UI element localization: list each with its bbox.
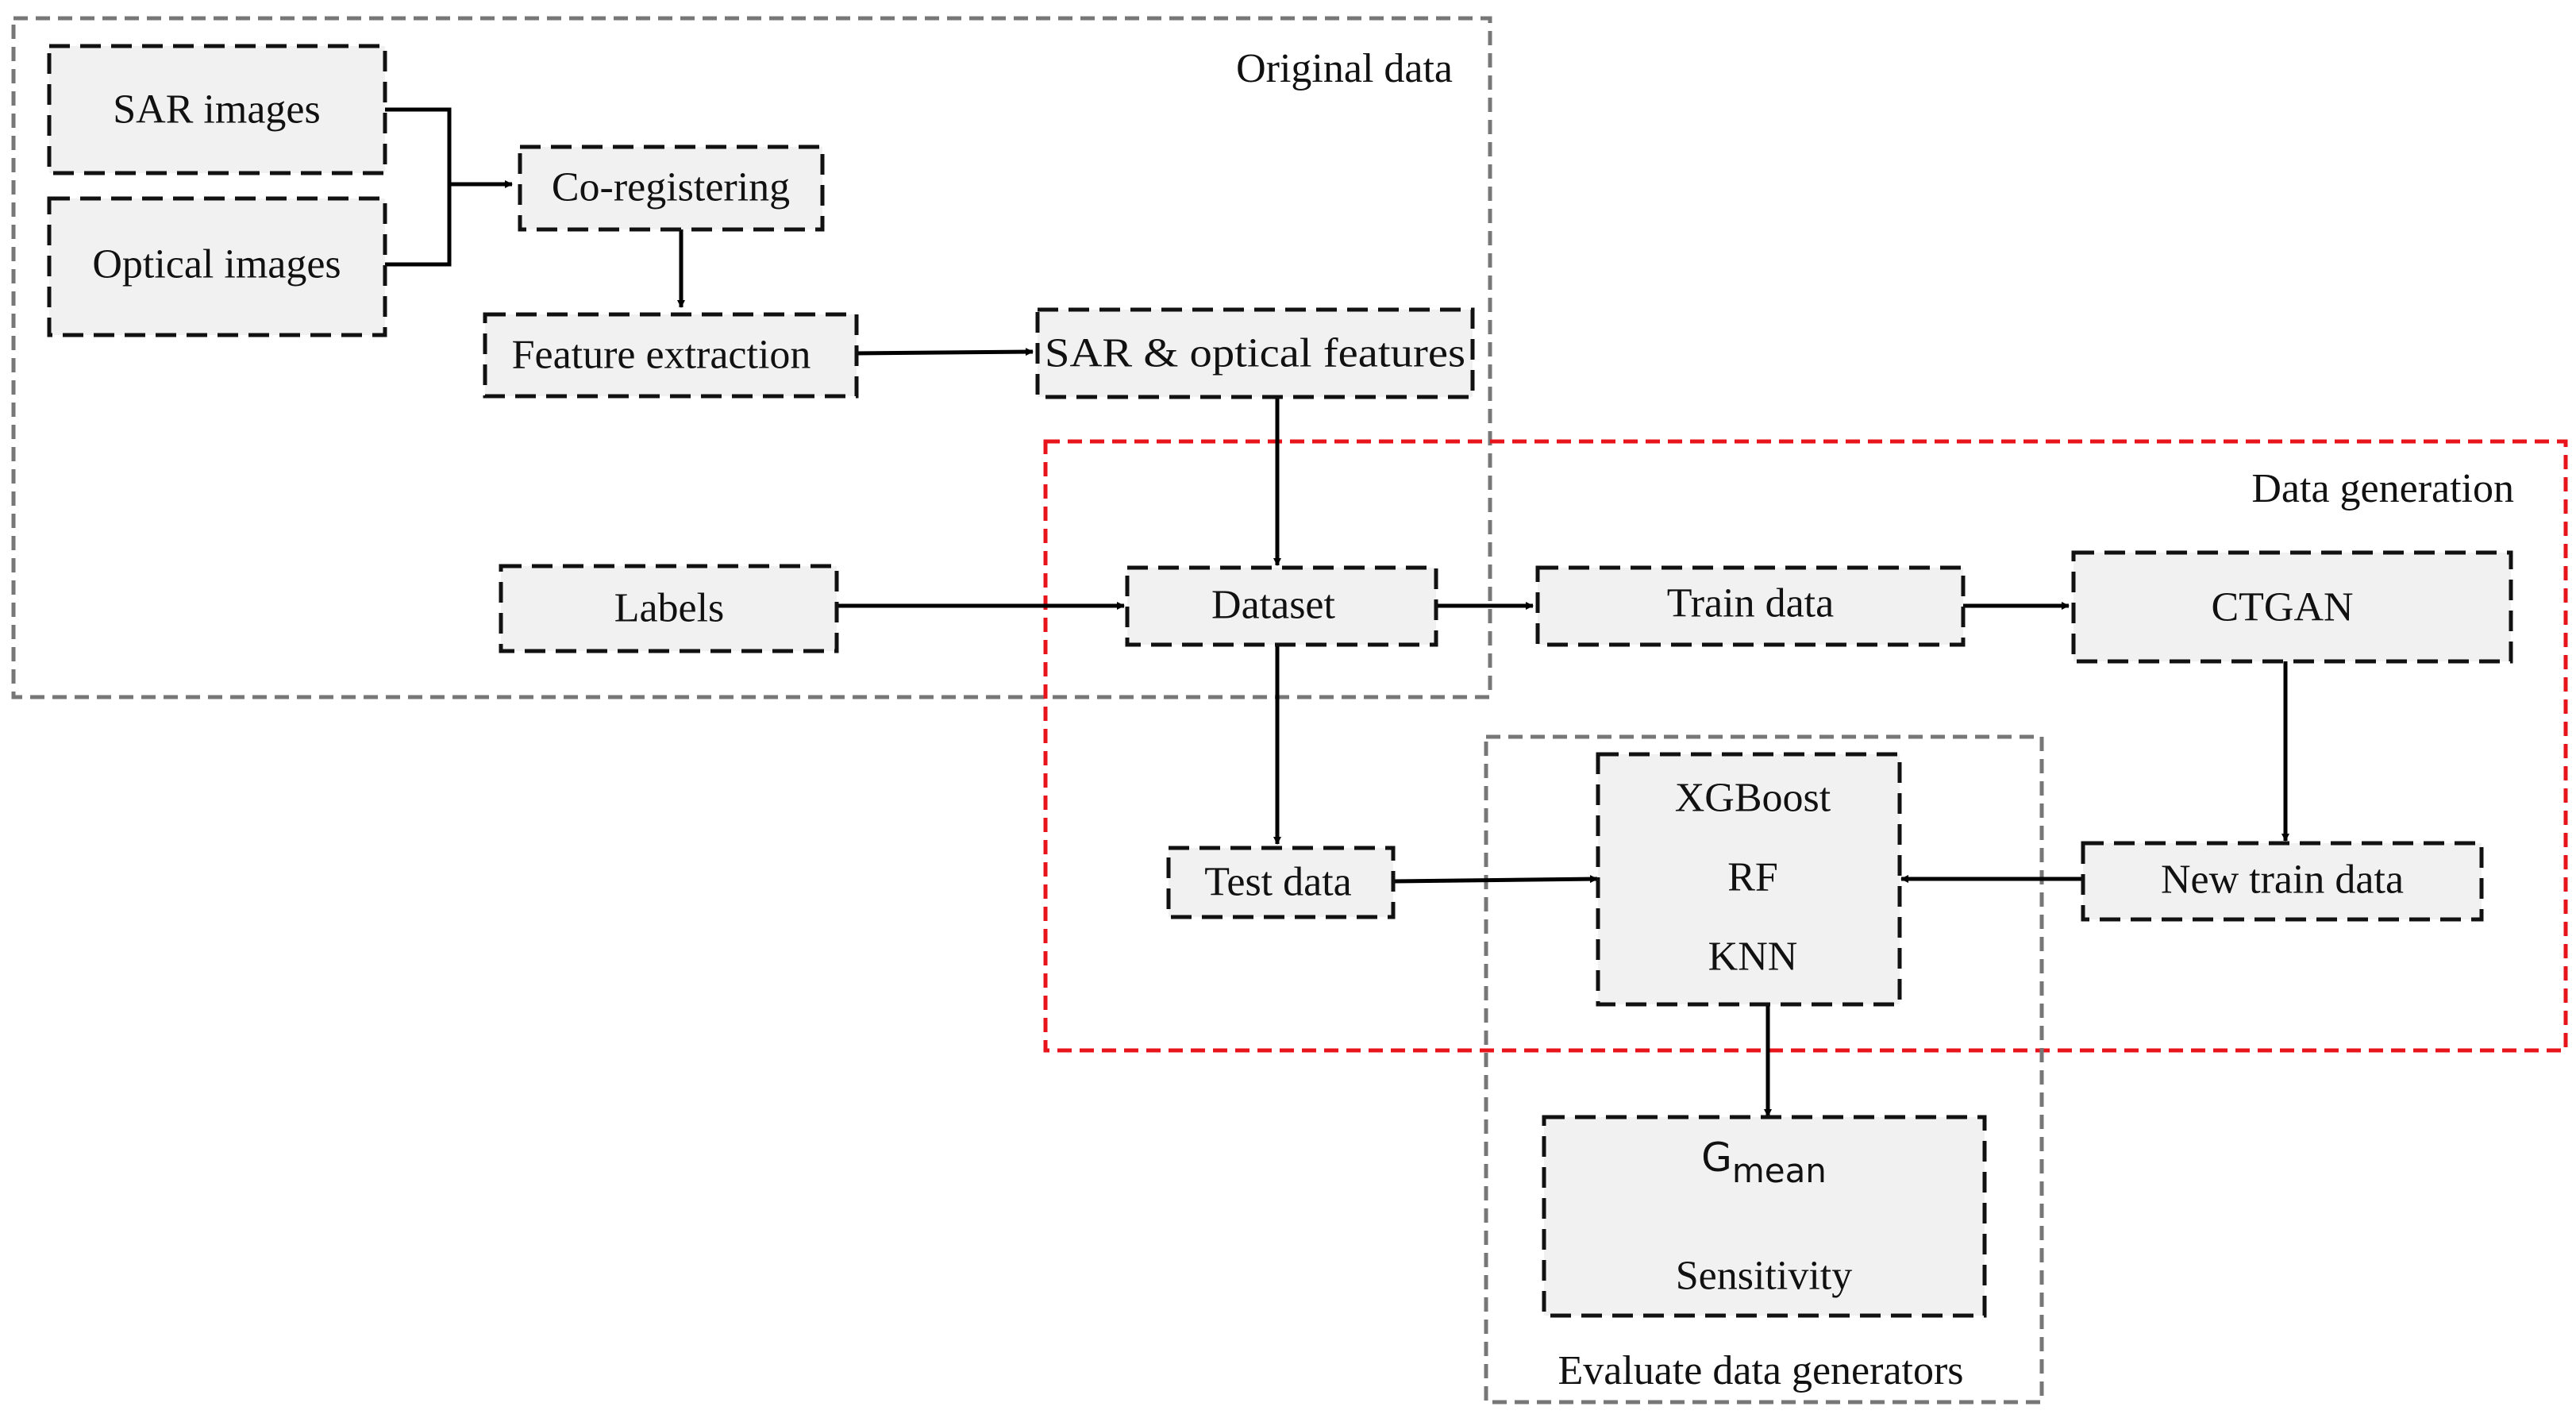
group-original-data: Original data [11, 16, 1492, 699]
node-label: Dataset [1211, 583, 1335, 628]
metric-gmean: Gmean [1701, 1135, 1827, 1190]
node-labels: Labels [499, 564, 839, 653]
metric-sensitivity: Sensitivity [1676, 1254, 1852, 1299]
node-sar-optical-features: SAR & optical features [1035, 307, 1475, 399]
node-ctgan: CTGAN [2071, 550, 2513, 664]
node-label: Co-registering [552, 165, 790, 210]
node-label: Labels [614, 586, 725, 631]
node-optical-images: Optical images [47, 196, 387, 337]
node-label: Test data [1204, 860, 1352, 905]
classifier-knn: KNN [1708, 934, 1798, 980]
arrow-optical-to-coreg [385, 184, 452, 267]
node-label: SAR & optical features [1045, 331, 1465, 376]
classifier-rf: RF [1727, 855, 1778, 900]
node-label: CTGAN [2211, 585, 2353, 630]
group-label-evaluate: Evaluate data generators [1558, 1348, 1963, 1393]
group-evaluate-data-generators: Evaluate data generators [1484, 734, 2044, 1405]
node-test-data: Test data [1166, 846, 1396, 919]
node-feature-extraction: Feature extraction [483, 312, 859, 399]
connectors [385, 107, 2289, 1117]
node-label: SAR images [113, 87, 320, 133]
arrow-feature-to-sarfeatures [854, 348, 1034, 356]
node-classifiers: XGBoost RF KNN [1596, 752, 1902, 1007]
node-label: New train data [2161, 857, 2404, 903]
node-label: Feature extraction [512, 333, 811, 378]
node-co-registering: Co-registering [518, 144, 825, 232]
node-new-train-data: New train data [2081, 841, 2484, 922]
node-train-data: Train data [1535, 565, 1966, 647]
node-sar-images: SAR images [47, 44, 387, 175]
gmean-subscript: mean [1732, 1151, 1827, 1190]
node-dataset: Dataset [1125, 565, 1438, 647]
node-metrics: Gmean Sensitivity [1542, 1115, 1987, 1318]
group-label-original-data: Original data [1236, 46, 1453, 91]
gmean-base: G [1701, 1135, 1732, 1181]
classifier-xgboost: XGBoost [1675, 776, 1831, 821]
group-label-data-generation: Data generation [2251, 466, 2514, 511]
arrow-test-to-classifiers [1392, 875, 1598, 884]
group-data-generation: Data generation [1043, 439, 2568, 1053]
node-label: Optical images [92, 242, 341, 287]
arrow-sar-to-coreg [385, 107, 513, 188]
node-label: Train data [1667, 581, 1834, 626]
